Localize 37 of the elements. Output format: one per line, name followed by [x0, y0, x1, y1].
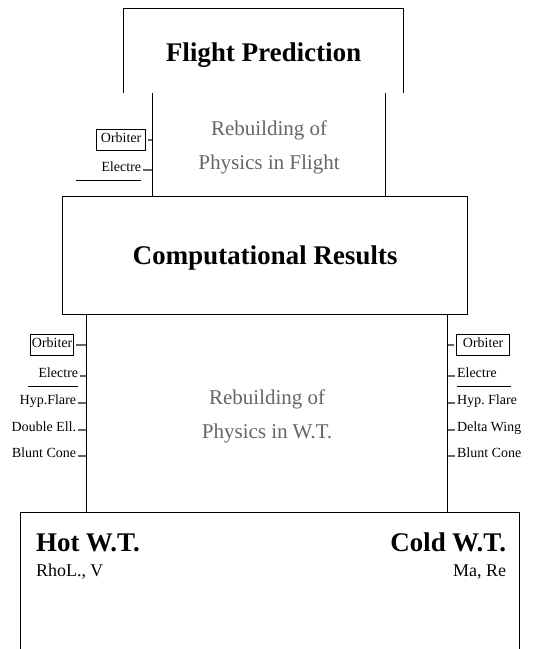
leader-line: [78, 402, 86, 404]
leader-line: [76, 344, 86, 346]
band-label: Rebuilding of Physics in Flight: [197, 114, 341, 176]
group-parameters: RhoL., V: [36, 560, 104, 581]
leader-line: [143, 169, 152, 171]
leader-line: [80, 375, 86, 377]
vehicle-label: Electre: [457, 365, 511, 387]
leader-line: [148, 139, 152, 141]
vehicle-label: Electre: [28, 365, 78, 387]
box-title: Flight Prediction: [166, 37, 362, 68]
leader-line: [448, 375, 455, 377]
band-panel: [86, 315, 448, 512]
title-box: [62, 196, 468, 315]
group-parameters: Ma, Re: [452, 560, 506, 581]
group-heading: Cold W.T.: [389, 527, 506, 558]
band-panel: [152, 93, 386, 196]
vehicle-label: Orbiter: [456, 334, 510, 356]
vehicle-label: Double Ell.: [0, 420, 76, 440]
leader-line: [448, 402, 455, 404]
box-title: Computational Results: [132, 240, 398, 271]
vehicle-label: Electre: [76, 159, 141, 181]
band-label: Rebuilding of Physics in W.T.: [200, 384, 334, 444]
title-box: [123, 8, 404, 93]
vehicle-label: Hyp. Flare: [457, 393, 533, 413]
leader-line: [448, 429, 455, 431]
vehicle-label: Blunt Cone: [0, 446, 76, 466]
group-heading: Hot W.T.: [36, 527, 141, 558]
leader-line: [78, 455, 86, 457]
leader-line: [448, 344, 454, 346]
facility-box: [20, 512, 520, 649]
leader-line: [448, 455, 455, 457]
vehicle-label: Orbiter: [96, 129, 146, 151]
vehicle-label: Blunt Cone: [457, 446, 533, 466]
vehicle-label: Orbiter: [30, 334, 74, 356]
vehicle-label: Hyp.Flare: [8, 393, 76, 413]
leader-line: [78, 429, 86, 431]
vehicle-label: Delta Wing: [457, 420, 533, 440]
